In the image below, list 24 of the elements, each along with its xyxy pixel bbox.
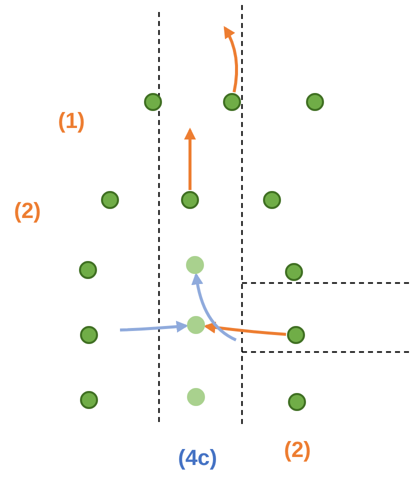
dot <box>186 256 204 274</box>
dot <box>306 93 324 111</box>
dot <box>80 326 98 344</box>
dot <box>187 316 205 334</box>
label: (4c) <box>178 445 218 471</box>
dot <box>187 388 205 406</box>
dot <box>223 93 241 111</box>
arrow <box>120 320 188 333</box>
dot <box>181 191 199 209</box>
dot <box>287 326 305 344</box>
arrow <box>204 322 286 336</box>
dot <box>101 191 119 209</box>
dot <box>79 261 97 279</box>
label: (2) <box>14 198 41 224</box>
dot <box>144 93 162 111</box>
dot <box>263 191 281 209</box>
arrow <box>192 272 237 342</box>
label: (1) <box>58 108 85 134</box>
arrow <box>184 128 196 190</box>
dot <box>288 393 306 411</box>
label: (2) <box>284 437 311 463</box>
arrow <box>224 26 238 92</box>
dot <box>285 263 303 281</box>
dot <box>80 391 98 409</box>
